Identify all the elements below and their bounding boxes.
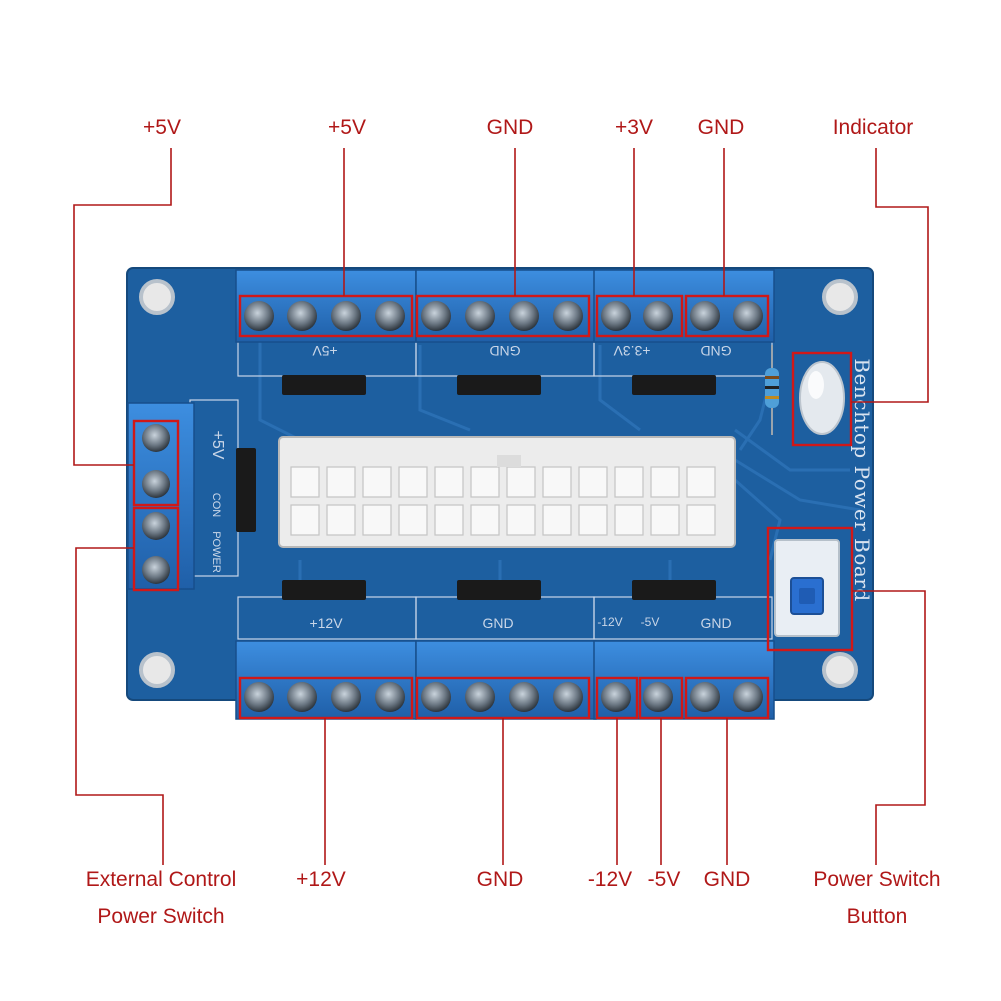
silk-bottom-12v: +12V [309, 615, 343, 631]
leader-left-5v [73, 148, 172, 466]
callout-labels-bottom: External Control Power Switch +12V GND -… [86, 868, 941, 928]
leader-ext-switch [75, 547, 164, 865]
resistor [765, 345, 779, 435]
callout-top-5v: +5V [328, 116, 366, 139]
callout-bottom-neg12v: -12V [588, 868, 632, 891]
hl-ext-switch [132, 506, 180, 592]
hl-indicator [791, 351, 853, 447]
callout-top-gnd: GND [487, 116, 534, 139]
silk-top-gnd: GND [489, 343, 520, 359]
silk-bottom-neg12v: -12V [597, 615, 622, 629]
hl-bottom-12v [238, 676, 414, 720]
callout-bottom-gnd2: GND [704, 868, 751, 891]
hl-top-gnd [415, 294, 591, 338]
callout-ext-line1: External Control [86, 868, 237, 891]
callout-indicator: Indicator [833, 116, 914, 139]
bottom-terminal-blocks [235, 640, 775, 720]
silk-bottom-gnd2: GND [700, 615, 731, 631]
hl-button [766, 526, 854, 652]
silk-left-power: POWER [210, 531, 222, 573]
atx-connector [278, 436, 736, 548]
indicator-led [799, 361, 845, 435]
silk-top-3v3: +3.3V [613, 343, 651, 359]
hl-left-5v [132, 419, 180, 507]
callout-bottom-gnd: GND [477, 868, 524, 891]
hl-top-5v [238, 294, 414, 338]
hl-top-gnd2 [684, 294, 770, 338]
left-terminal-block [127, 402, 195, 590]
silk-top-5v: +5V [312, 343, 338, 359]
silk-left-5v: +5V [209, 431, 226, 460]
callout-top-3v: +3V [615, 116, 653, 139]
leader-button [852, 590, 926, 865]
callout-button-line2: Button [847, 905, 908, 928]
callout-left-5v: +5V [143, 116, 181, 139]
callout-button-line1: Power Switch [813, 868, 940, 891]
silk-bottom-neg5v: -5V [641, 615, 660, 629]
callout-bottom-neg5v: -5V [648, 868, 681, 891]
bottom-screws [244, 682, 763, 712]
silk-top-gnd2: GND [700, 343, 731, 359]
board-title: Benchtop Power Board [850, 358, 874, 601]
callout-ext-line2: Power Switch [97, 905, 224, 928]
callout-bottom-12v: +12V [296, 868, 346, 891]
leader-indicator [851, 148, 929, 403]
leader-lines [73, 148, 929, 865]
power-switch-button [774, 539, 840, 637]
hl-top-3v [595, 294, 684, 338]
callout-labels-top: +5V +5V GND +3V GND Indicator [143, 116, 913, 139]
top-screws [244, 301, 763, 331]
pin-headers [236, 375, 716, 600]
silkscreen-labels: +5V GND +3.3V GND +12V GND -12V -5V GND … [209, 343, 874, 631]
silk-left-con: CON [210, 493, 222, 518]
silk-bottom-gnd: GND [482, 615, 513, 631]
callout-top-gnd2: GND [698, 116, 745, 139]
mounting-holes [139, 279, 858, 688]
top-terminal-blocks [235, 269, 775, 343]
